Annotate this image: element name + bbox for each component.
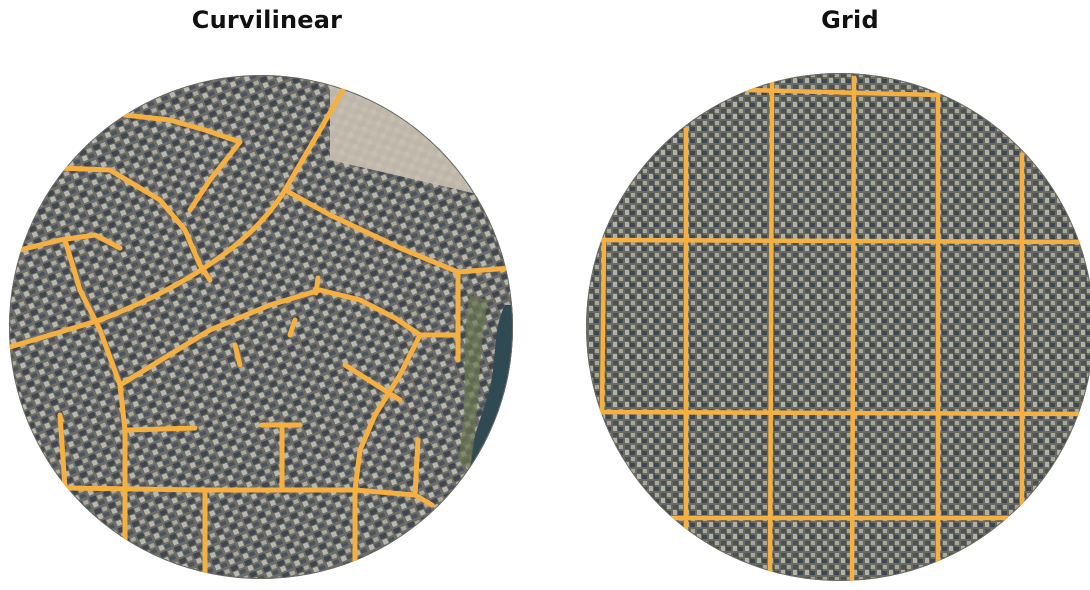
street-west-edge — [599, 237, 607, 415]
street-column-2 — [767, 79, 775, 581]
grid-aerial-map — [586, 73, 1090, 581]
street-north-loop — [122, 112, 243, 213]
curvilinear-streets — [9, 87, 513, 579]
curvilinear-aerial-map — [9, 75, 513, 579]
tree-canopy-tint — [586, 73, 1090, 581]
street-cul-de-sac-east — [342, 362, 403, 403]
grid-streets — [593, 75, 1090, 581]
curvilinear-title: Curvilinear — [191, 6, 343, 34]
street-stub-center — [287, 317, 298, 338]
grid-title: Grid — [821, 6, 879, 34]
street-stub-west — [232, 342, 243, 368]
street-west-cul-de-sac — [17, 232, 123, 253]
street-south-arterial — [62, 485, 435, 508]
street-main-diagonal — [9, 87, 346, 353]
street-avenue-2 — [593, 409, 1090, 417]
street-avenue-1 — [597, 237, 1090, 245]
street-southeast-spur — [412, 437, 421, 498]
street-east-arc — [282, 187, 513, 275]
street-stub-south-west — [122, 425, 198, 433]
street-north-edge — [745, 87, 941, 98]
park-greenery — [458, 295, 488, 470]
street-stub-north — [313, 275, 321, 296]
street-far-west-spur — [57, 412, 68, 491]
street-west-collector — [62, 237, 128, 543]
street-column-3 — [849, 75, 857, 581]
street-northwest-arc — [57, 165, 213, 283]
street-loop-upper — [117, 287, 461, 388]
aerial-base — [586, 73, 1090, 581]
street-loop-east — [352, 332, 423, 579]
